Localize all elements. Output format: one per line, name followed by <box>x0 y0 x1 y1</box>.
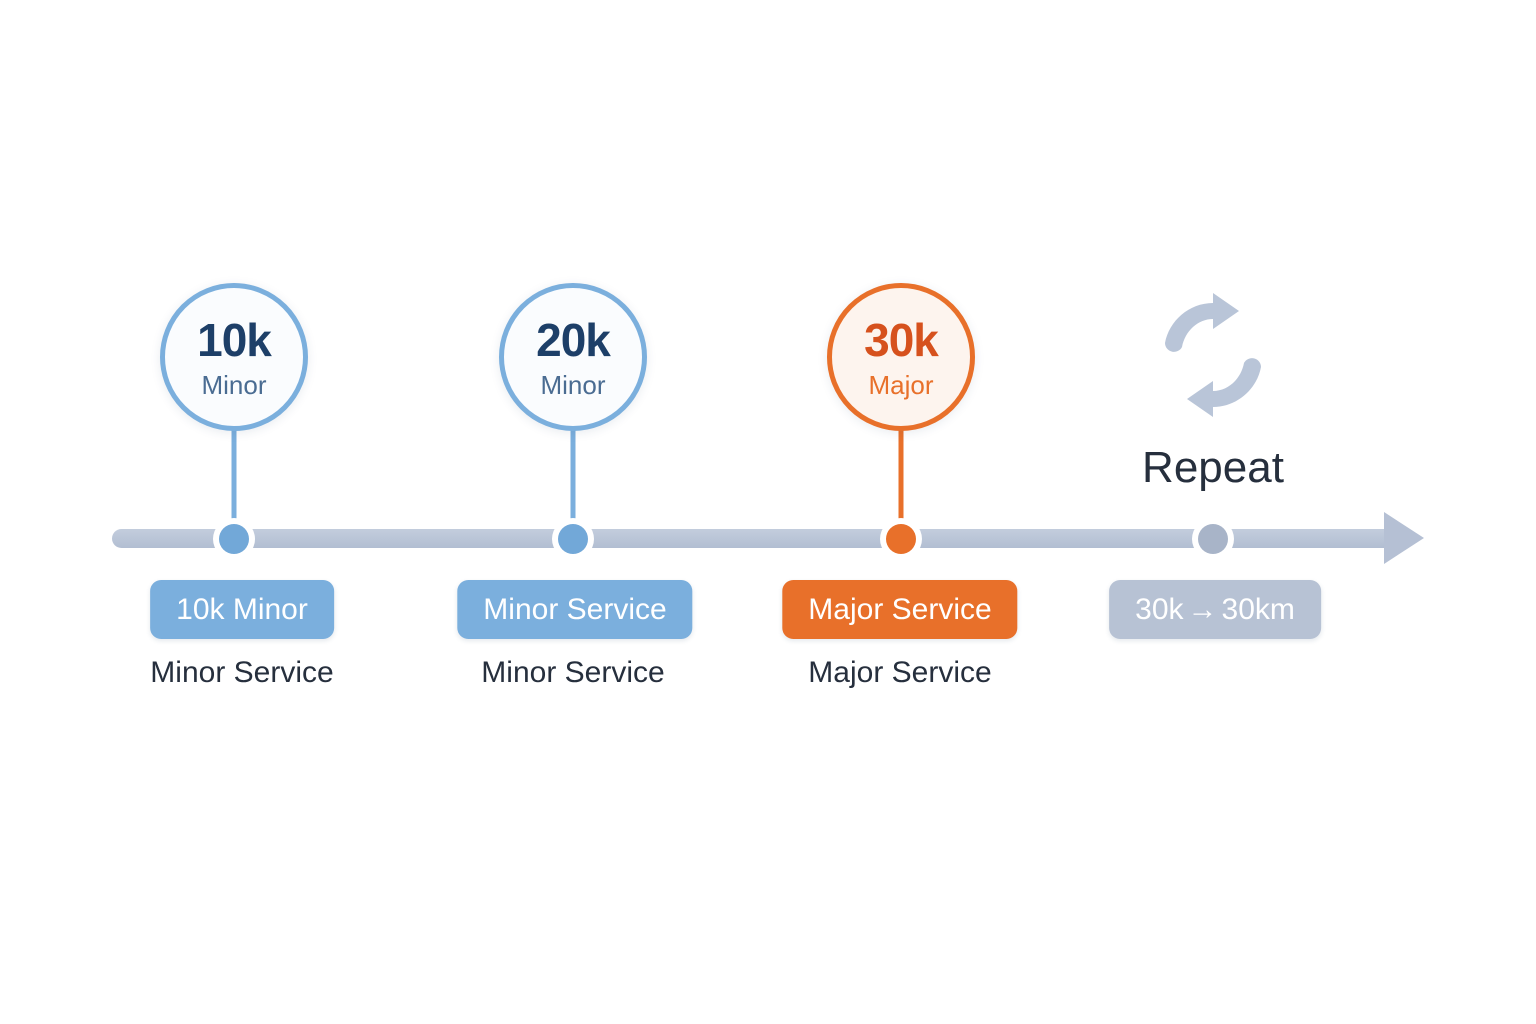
repeat-chip[interactable]: 30k → 30km <box>1109 580 1321 639</box>
milestone-bubble-value-30k: 30k <box>864 313 939 366</box>
connector-stem-20k <box>570 425 576 540</box>
milestone-bubble-sub-20k: Minor <box>540 369 606 400</box>
milestone-caption-20k: Minor Service <box>481 656 665 689</box>
milestone-bubble-20k[interactable]: 20k Minor <box>499 283 647 431</box>
timeline-node-inner-20k <box>558 524 588 554</box>
repeat-chip-prefix: 30k <box>1135 592 1184 626</box>
milestone-chip-20k[interactable]: Minor Service <box>457 580 693 639</box>
timeline-node-inner-30k <box>886 524 916 554</box>
milestone-bubble-value-20k: 20k <box>536 313 611 366</box>
timeline-node-30k[interactable] <box>880 518 922 560</box>
milestone-bubble-sub-10k: Minor <box>201 369 267 400</box>
repeat-chip-arrow-icon: → <box>1187 592 1218 626</box>
milestone-bubble-30k[interactable]: 30k Major <box>827 283 975 431</box>
milestone-caption-10k: Minor Service <box>150 656 334 689</box>
milestone-bubble-sub-30k: Major <box>868 369 934 400</box>
repeat-label: Repeat <box>1142 443 1284 492</box>
repeat-chip-suffix: 30km <box>1221 592 1295 626</box>
timeline-axis-bar <box>112 529 1412 548</box>
milestone-bubble-10k[interactable]: 10k Minor <box>160 283 308 431</box>
timeline-node-10k[interactable] <box>213 518 255 560</box>
timeline-node-inner-10k <box>219 524 249 554</box>
repeat-cycle-icon <box>1143 285 1283 425</box>
timeline-node-inner-repeat <box>1198 524 1228 554</box>
connector-stem-30k <box>898 425 904 540</box>
timeline-node-20k[interactable] <box>552 518 594 560</box>
timeline-arrow-icon <box>1384 512 1424 564</box>
milestone-caption-30k: Major Service <box>808 656 992 689</box>
timeline-node-repeat[interactable] <box>1192 518 1234 560</box>
milestone-bubble-value-10k: 10k <box>197 313 272 366</box>
milestone-chip-30k[interactable]: Major Service <box>782 580 1018 639</box>
connector-stem-10k <box>231 425 237 540</box>
milestone-chip-10k[interactable]: 10k Minor <box>150 580 334 639</box>
